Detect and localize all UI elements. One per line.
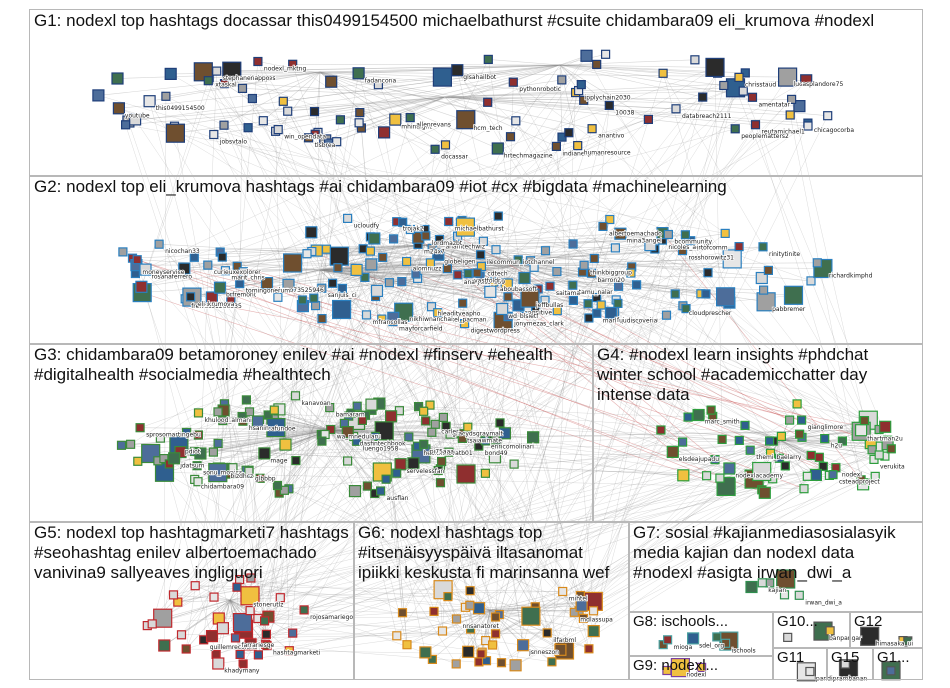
group-box-g2: G2: nodexl top eli_krumova hashtags #ai … — [29, 175, 923, 345]
group-box-g16: G1... — [872, 647, 923, 680]
group-title-g4: G4: #nodexl learn insights #phdchat wint… — [597, 345, 918, 405]
group-title-g3: G3: chidambara09 betamoroney enilev #ai … — [34, 345, 563, 385]
group-box-g15: G15 — [826, 647, 874, 680]
group-title-g10: G10... — [777, 613, 846, 631]
group-box-g7: G7: sosial #kajianmediasosialasyik media… — [628, 521, 923, 613]
group-box-g8: G8: ischools... — [628, 611, 774, 657]
group-box-g4: G4: #nodexl learn insights #phdchat wint… — [592, 343, 923, 523]
group-box-g5: G5: nodexl top hashtagmarketi7 hashtags … — [29, 521, 355, 680]
group-box-g1: G1: nodexl top hashtags docassar this049… — [29, 9, 923, 177]
group-title-g7: G7: sosial #kajianmediasosialasyik media… — [633, 523, 918, 583]
group-box-g3: G3: chidambara09 betamoroney enilev #ai … — [29, 343, 594, 523]
group-title-g11: G11 — [777, 649, 823, 667]
group-title-g5: G5: nodexl top hashtagmarketi7 hashtags … — [34, 523, 350, 583]
group-title-g6: G6: nodexl hashtags top #itsenäisyyspäiv… — [358, 523, 625, 583]
group-box-g9: G9: nodexl... — [628, 655, 774, 680]
group-title-g8: G8: ischools... — [633, 613, 769, 631]
group-box-g10: G10... — [772, 611, 851, 649]
group-box-g12: G12 — [849, 611, 923, 649]
group-box-g6: G6: nodexl hashtags top #itsenäisyyspäiv… — [353, 521, 630, 680]
group-title-g16: G1... — [877, 649, 918, 667]
group-title-g1: G1: nodexl top hashtags docassar this049… — [34, 11, 918, 31]
group-title-g9: G9: nodexl... — [633, 657, 769, 675]
group-title-g12: G12 — [854, 613, 918, 631]
group-title-g15: G15 — [831, 649, 869, 667]
group-title-g2: G2: nodexl top eli_krumova hashtags #ai … — [34, 177, 918, 197]
group-box-g11: G11 — [772, 647, 828, 680]
